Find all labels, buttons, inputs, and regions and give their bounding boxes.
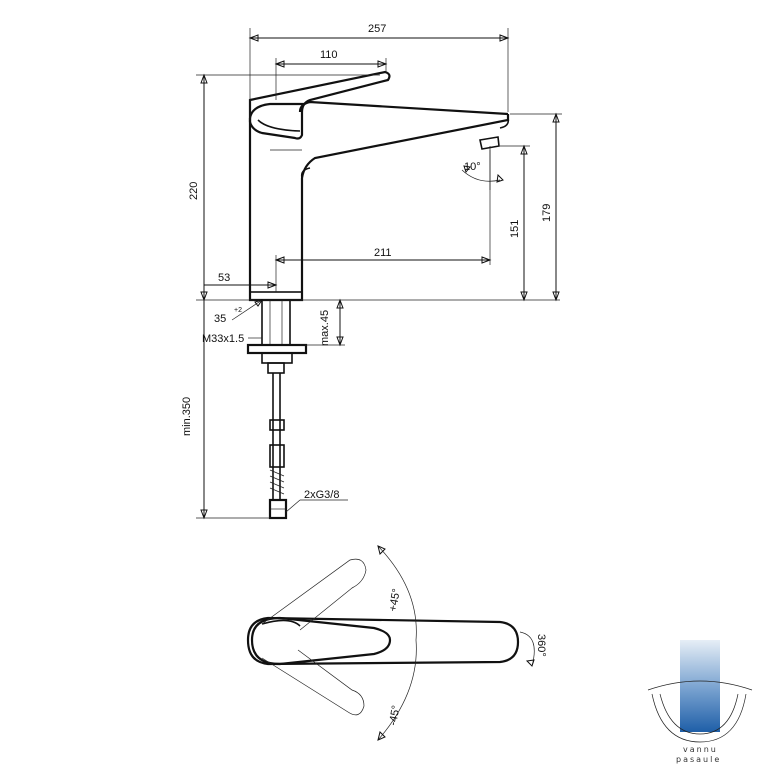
dim-total-length: 257 xyxy=(368,23,386,35)
dimension-lines xyxy=(196,28,562,520)
dim-max-thickness: max.45 xyxy=(319,310,331,346)
dim-thread: M33x1.5 xyxy=(202,333,244,345)
dim-hole-tolerance: +2 xyxy=(234,307,242,314)
dim-outlet-height: 151 xyxy=(509,220,521,238)
dim-spout-height: 179 xyxy=(541,204,553,222)
dim-lever-plus: +45° xyxy=(387,588,403,613)
logo-text-vannu: vannu xyxy=(683,745,718,754)
dim-body-width: 53 xyxy=(218,272,230,284)
dim-connection: 2xG3/8 xyxy=(304,489,339,501)
vannu-pasaule-logo: vannu pasaule xyxy=(647,640,753,764)
dim-reach: 211 xyxy=(374,247,392,259)
faucet-side-view xyxy=(248,70,510,302)
mounting-assembly xyxy=(246,299,308,520)
faucet-top-view xyxy=(246,545,535,741)
logo-blue-bar xyxy=(680,640,720,732)
dim-lever-length: 110 xyxy=(320,49,338,61)
dim-total-height: 220 xyxy=(188,182,200,200)
dim-min-hose: min.350 xyxy=(181,397,193,436)
dim-hole-diameter: 35 xyxy=(214,313,226,325)
logo-text-pasaule: pasaule xyxy=(676,755,721,764)
dim-swivel: 360° xyxy=(535,634,547,657)
dim-lever-minus: -45° xyxy=(387,704,402,726)
dim-spout-angle: 10° xyxy=(464,161,481,173)
